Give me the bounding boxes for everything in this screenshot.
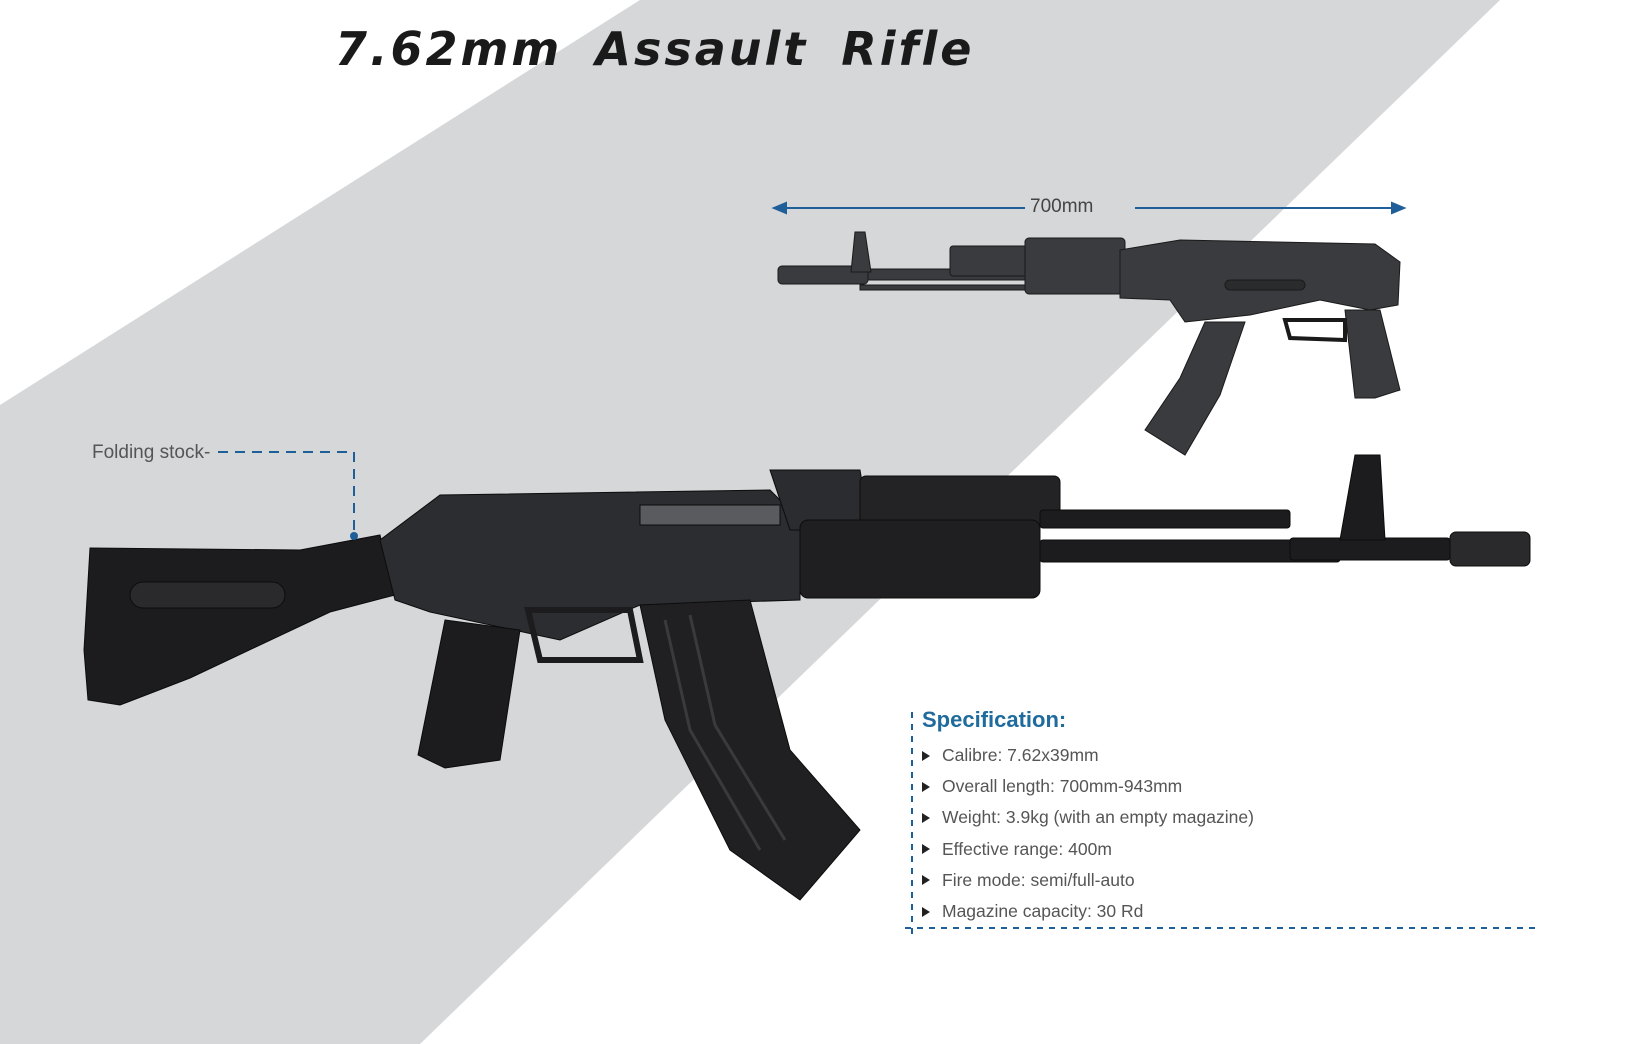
spec-item-text: Weight: 3.9kg (with an empty magazine) [942,807,1254,828]
spec-item-text: Fire mode: semi/full-auto [942,869,1135,890]
specification-panel: Specification: Calibre: 7.62x39mm Overal… [922,706,1254,927]
spec-item: Calibre: 7.62x39mm [922,740,1254,771]
spec-item: Weight: 3.9kg (with an empty magazine) [922,802,1254,833]
spec-item: Magazine capacity: 30 Rd [922,896,1254,927]
triangle-bullet-icon [922,875,930,886]
spec-item: Overall length: 700mm-943mm [922,771,1254,802]
specification-bracket [905,712,1540,940]
folding-stock-label: Folding stock- [92,442,211,463]
main-rifle-image [83,454,1531,901]
triangle-bullet-icon [922,750,930,761]
spec-item-text: Calibre: 7.62x39mm [942,745,1099,766]
specification-list: Calibre: 7.62x39mm Overall length: 700mm… [922,740,1254,927]
folded-rifle-image [777,231,1401,456]
triangle-bullet-icon [922,844,930,855]
spec-item: Effective range: 400m [922,834,1254,865]
spec-item: Fire mode: semi/full-auto [922,865,1254,896]
spec-item-text: Magazine capacity: 30 Rd [942,901,1144,922]
page-title: 7.62mm Assault Rifle [335,22,975,76]
triangle-bullet-icon [922,781,930,792]
triangle-bullet-icon [922,906,930,917]
folding-stock-callout-line [218,451,355,536]
dimension-arrow [771,201,1407,215]
dimension-label: 700mm [1030,196,1094,217]
spec-item-text: Overall length: 700mm-943mm [942,776,1183,797]
triangle-bullet-icon [922,812,930,823]
callout-dot [350,532,358,540]
spec-item-text: Effective range: 400m [942,838,1112,859]
specification-heading: Specification: [922,707,1067,732]
